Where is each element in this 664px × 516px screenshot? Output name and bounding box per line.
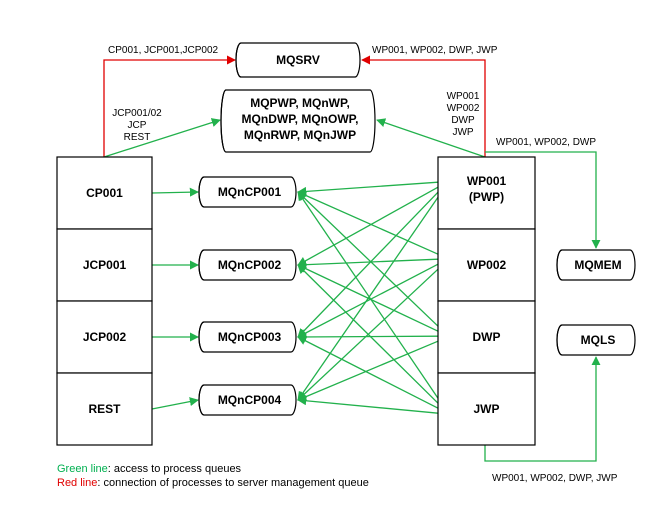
process-queue-3 xyxy=(198,321,297,353)
right-to-queue-line-3-1 xyxy=(297,191,439,327)
left-to-srv-line xyxy=(103,55,236,157)
right-to-srv-label: WP001, WP002, DWP, JWP xyxy=(372,45,498,56)
process-queue-1 xyxy=(198,176,297,208)
process-queue-label-2: MQnCP002 xyxy=(218,258,282,272)
right-to-shared-line xyxy=(376,118,486,158)
left-process-box-2 xyxy=(56,228,153,302)
shared-queue-label-2: MQnDWP, MQnOWP, xyxy=(242,112,359,126)
right-to-queue-line-2-2 xyxy=(297,258,439,270)
left-to-shared-label-3: REST xyxy=(124,132,151,143)
legend-green-text: : access to process queues xyxy=(107,463,242,475)
process-queue-2 xyxy=(198,249,297,281)
right-process-label-2: WP002 xyxy=(467,258,507,272)
right-to-ls-label: WP001, WP002, DWP, JWP xyxy=(492,473,618,484)
right-to-queue-line-4-1 xyxy=(297,191,439,399)
right-to-queue-line-4-2 xyxy=(297,264,439,404)
left-to-queue-line-4 xyxy=(151,397,199,410)
right-process-label-4: JWP xyxy=(473,402,499,416)
left-process-label-1: CP001 xyxy=(86,186,123,200)
server-queue-label: MQSRV xyxy=(276,53,320,67)
ls-queue xyxy=(556,324,636,356)
left-process-label-4: REST xyxy=(88,402,121,416)
shared-queue-label-1: MQPWP, MQnWP, xyxy=(250,96,350,110)
right-to-queue-line-1-1 xyxy=(297,181,439,196)
left-to-srv-label: CP001, JCP001,JCP002 xyxy=(108,45,219,56)
left-to-shared-line xyxy=(103,118,221,158)
process-queue-4-cap xyxy=(198,384,205,416)
process-queue-label-1: MQnCP001 xyxy=(218,185,282,199)
right-to-queue-line-2-1 xyxy=(297,191,439,255)
right-process-box-2 xyxy=(437,228,536,302)
ls-queue-cap xyxy=(556,324,563,356)
right-to-queue-line-3-4 xyxy=(297,340,439,402)
left-to-queue-line-1 xyxy=(151,187,199,197)
shared-queue xyxy=(220,89,376,153)
right-to-srv-line xyxy=(361,55,486,157)
left-process-label-2: JCP001 xyxy=(83,258,127,272)
process-queue-4 xyxy=(198,384,297,416)
right-to-mem-label: WP001, WP002, DWP xyxy=(496,137,596,148)
ls-queue-label: MQLS xyxy=(581,333,616,347)
left-to-shared-label-1: JCP001/02 xyxy=(112,108,162,119)
process-queue-3-cap xyxy=(198,321,205,353)
legend-red: Red line: connection of processes to ser… xyxy=(57,476,369,490)
right-to-queue-line-1-3 xyxy=(297,191,439,338)
shared-queue-label-3: MQnRWP, MQnJWP xyxy=(244,128,356,142)
right-to-shared-label-4: JWP xyxy=(452,127,473,138)
mem-queue xyxy=(556,249,636,281)
right-process-label-1: WP001 xyxy=(467,174,507,188)
legend-green: Green line: access to process queues xyxy=(57,462,241,476)
right-to-shared-label-1: WP001 xyxy=(447,91,480,102)
right-to-queue-line-1-2 xyxy=(297,186,439,266)
process-queue-label-3: MQnCP003 xyxy=(218,330,282,344)
right-to-queue-line-3-2 xyxy=(297,264,439,332)
shared-queue-cap xyxy=(220,89,227,153)
legend-green-key: Green line xyxy=(57,463,108,475)
left-to-shared-label-2: JCP xyxy=(128,120,147,131)
mem-queue-cap xyxy=(556,249,563,281)
right-process-box-4 xyxy=(437,372,536,446)
mem-queue-label: MQMEM xyxy=(574,258,621,272)
left-process-label-3: JCP002 xyxy=(83,330,127,344)
left-process-box-4 xyxy=(56,372,153,446)
right-to-shared-label-3: DWP xyxy=(451,115,475,126)
legend-red-text: : connection of processes to server mana… xyxy=(97,477,369,489)
right-to-queue-line-3-3 xyxy=(297,332,439,342)
process-queue-label-4: MQnCP004 xyxy=(218,393,282,407)
process-queue-1-cap xyxy=(198,176,205,208)
right-process-box-1 xyxy=(437,156,536,230)
right-to-queue-line-2-3 xyxy=(297,263,439,338)
right-process-sublabel-1: (PWP) xyxy=(469,190,504,204)
right-to-shared-label-2: WP002 xyxy=(447,103,480,114)
diagram-nodes: CP001JCP001JCP002RESTWP001(PWP)WP002DWPJ… xyxy=(56,42,636,446)
process-queue-2-cap xyxy=(198,249,205,281)
right-to-queue-line-4-3 xyxy=(297,336,439,409)
server-queue-cap xyxy=(235,42,242,78)
right-to-queue-line-4-4 xyxy=(297,396,439,414)
right-to-ls-line xyxy=(484,356,601,462)
connection-lines xyxy=(103,55,601,462)
right-process-label-3: DWP xyxy=(473,330,501,344)
server-queue xyxy=(235,42,361,78)
legend-red-key: Red line xyxy=(57,477,98,489)
right-to-mem-line xyxy=(485,151,601,249)
